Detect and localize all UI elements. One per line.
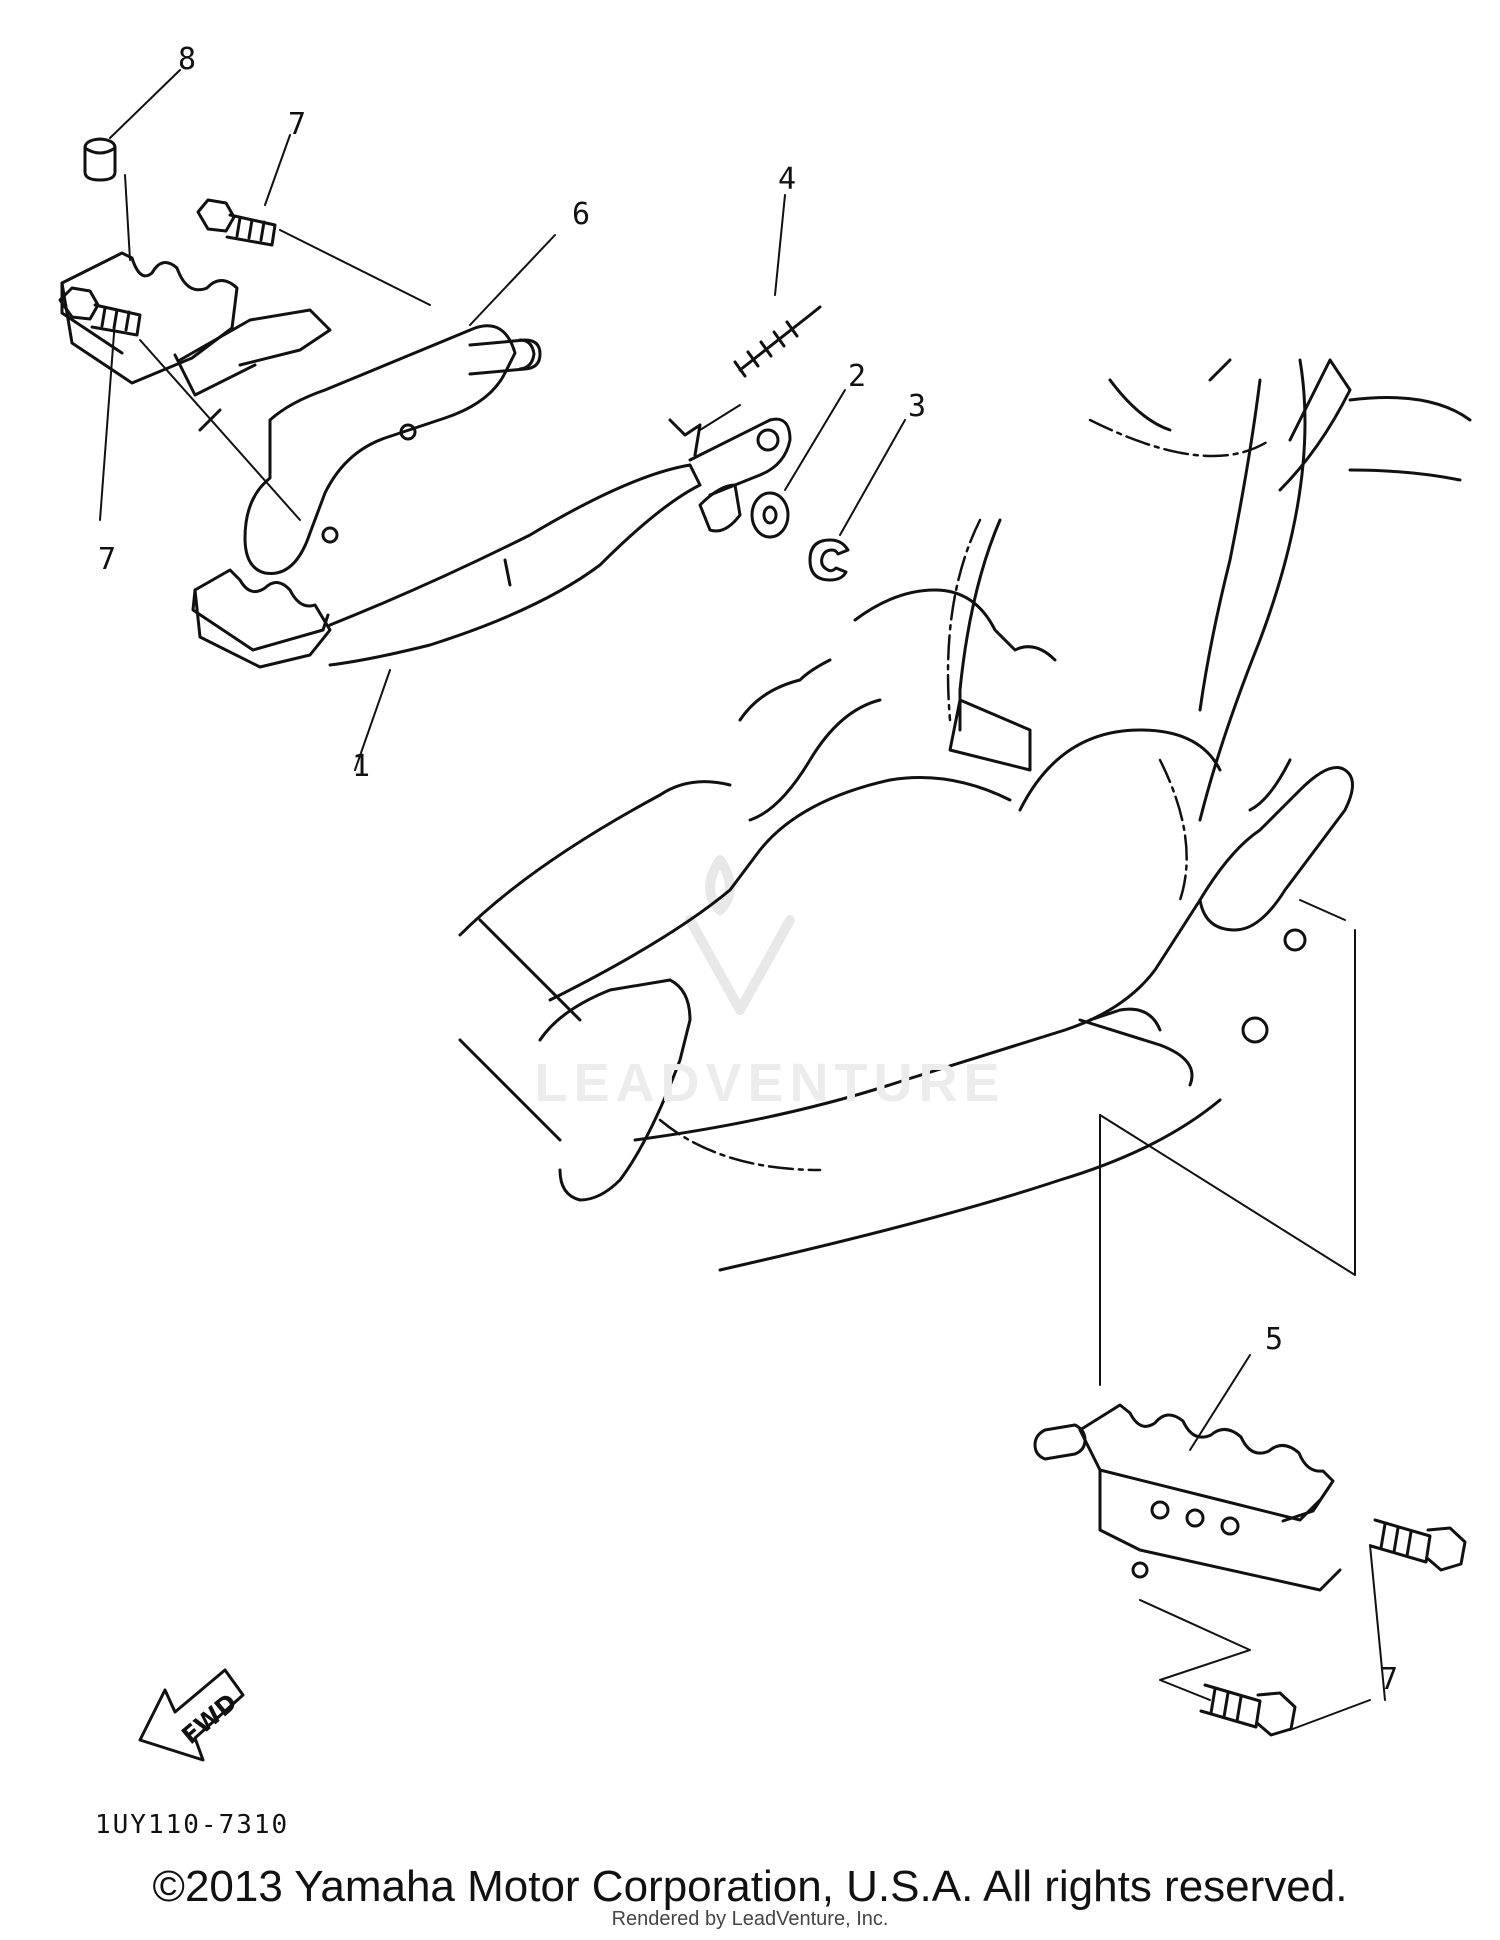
- callout-2: 2: [848, 359, 867, 394]
- callout-6: 6: [572, 197, 591, 232]
- part-7-bolt-lower: [1369, 1518, 1467, 1572]
- callout-7-lower: 7: [1380, 1662, 1399, 1697]
- copyright-notice: ©2013 Yamaha Motor Corporation, U.S.A. A…: [152, 1862, 1348, 1911]
- callout-8: 8: [178, 42, 197, 77]
- part-8-cap-nut: [83, 137, 117, 182]
- callout-4: 4: [778, 162, 797, 197]
- part-5-right-footpeg: [1033, 1403, 1342, 1592]
- callout-1: 1: [352, 749, 371, 784]
- part-7-bolt-left: [58, 286, 142, 337]
- left-footpeg-upper: [60, 251, 332, 432]
- part-4-spring: [733, 305, 822, 378]
- watermark-brand: LEADVENTURE: [534, 1053, 1006, 1113]
- callout-3: 3: [908, 389, 927, 424]
- frame-assembly: [458, 358, 1472, 1272]
- part-1-brake-pedal: [328, 417, 792, 667]
- callout-7-left: 7: [98, 542, 117, 577]
- part-7-bolt-upper: [196, 198, 277, 247]
- part-6-footrest-bracket: [243, 324, 542, 575]
- part-3-circlip: [808, 538, 850, 582]
- brake-pedal-step: [191, 568, 332, 669]
- watermark-logo: [685, 855, 795, 1015]
- part-7-bolt-bottom: [1199, 1683, 1297, 1737]
- frame-hidden-lines: [658, 418, 1272, 1172]
- callout-7-upper: 7: [288, 107, 307, 142]
- rendered-by-credit: Rendered by LeadVenture, Inc.: [611, 1908, 889, 1930]
- callout-5: 5: [1265, 1322, 1284, 1357]
- part-2-washer: [750, 491, 790, 539]
- fwd-arrow-outline: [138, 1668, 245, 1762]
- leader-lines: [99, 69, 1386, 1731]
- diagram-code: 1UY110-7310: [95, 1810, 290, 1840]
